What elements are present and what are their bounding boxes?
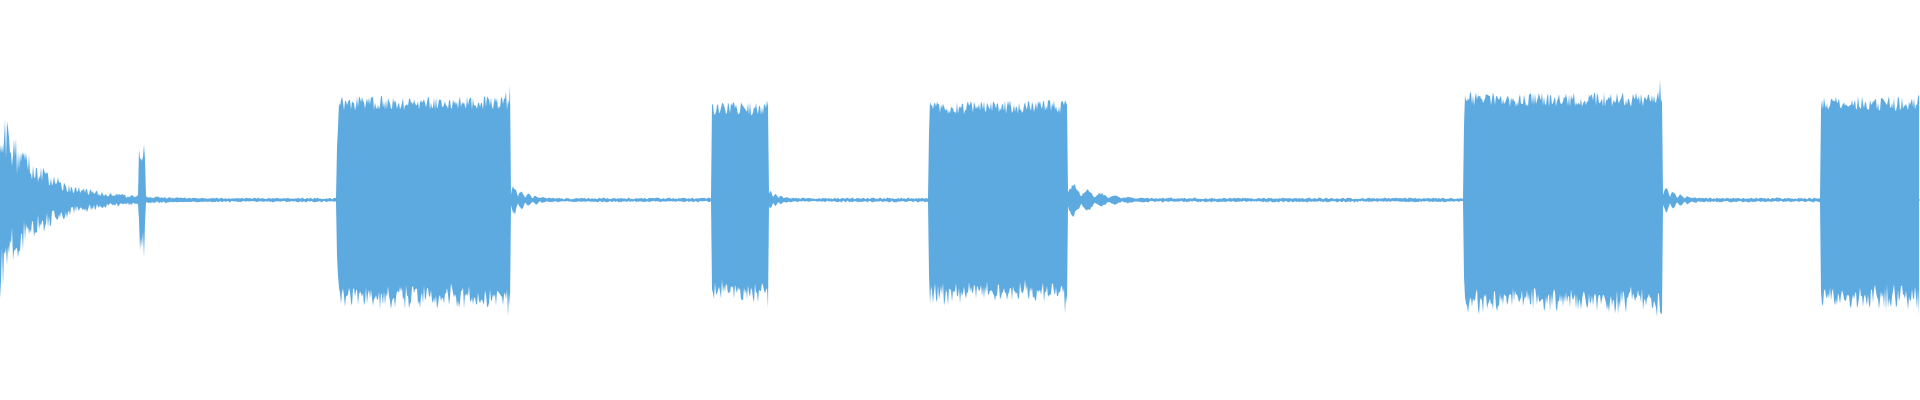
- waveform-bars: [0, 79, 1920, 317]
- waveform-shape: [0, 79, 1919, 317]
